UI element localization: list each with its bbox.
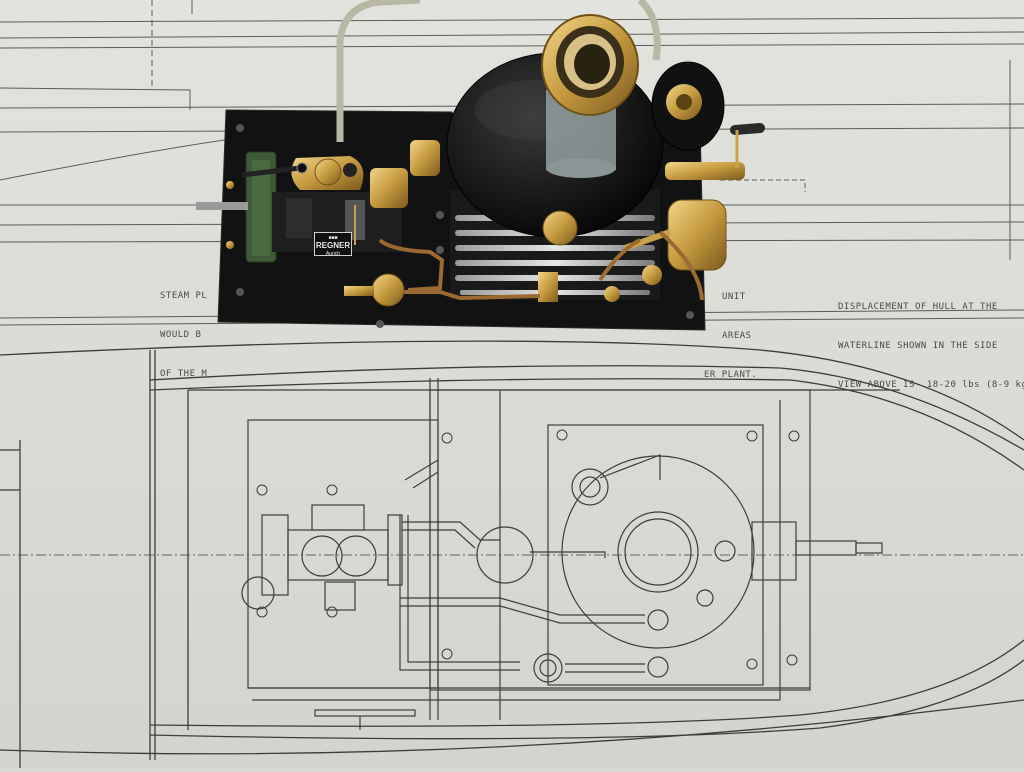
- drawing-screws: [256, 429, 800, 670]
- note-mid-line-2: AREAS: [722, 331, 752, 341]
- note-left-line-3: OF THE M: [160, 369, 208, 379]
- pressure-fitting: [651, 61, 725, 151]
- nameplate-sub: Aurich: [325, 251, 341, 257]
- note-mid-line-3: ER PLANT.: [704, 370, 758, 380]
- copper-pipes: [378, 230, 704, 301]
- drawing-note-left: STEAM PL WOULD B OF THE M: [160, 264, 207, 407]
- regner-nameplate: ■■■ REGNER Aurich: [314, 232, 352, 257]
- silicone-tube-right: [637, 0, 661, 61]
- machinery-drawing: [241, 378, 883, 730]
- note-right-line-3: VIEW ABOVE IS 18-20 lbs (8-9 kg: [838, 380, 1024, 390]
- nameplate-top: ■■■: [328, 235, 338, 241]
- note-right-line-2: WATERLINE SHOWN IN THE SIDE: [838, 341, 998, 351]
- note-mid-line-1: UNIT: [722, 292, 746, 302]
- chimney-stack: [541, 14, 639, 178]
- silicone-tube: [336, 0, 421, 142]
- flywheel: [196, 151, 277, 263]
- hull-plan: [0, 340, 1024, 768]
- note-left-line-1: STEAM PL: [160, 291, 208, 301]
- nameplate-brand: REGNER: [315, 241, 351, 250]
- note-right-line-1: DISPLACEMENT OF HULL AT THE: [838, 302, 998, 312]
- drawing-note-right: DISPLACEMENT OF HULL AT THE WATERLINE SH…: [838, 275, 1024, 418]
- drawing-note-mid: UNIT AREAS ER PLANT.: [704, 265, 757, 408]
- note-left-line-2: WOULD B: [160, 330, 202, 340]
